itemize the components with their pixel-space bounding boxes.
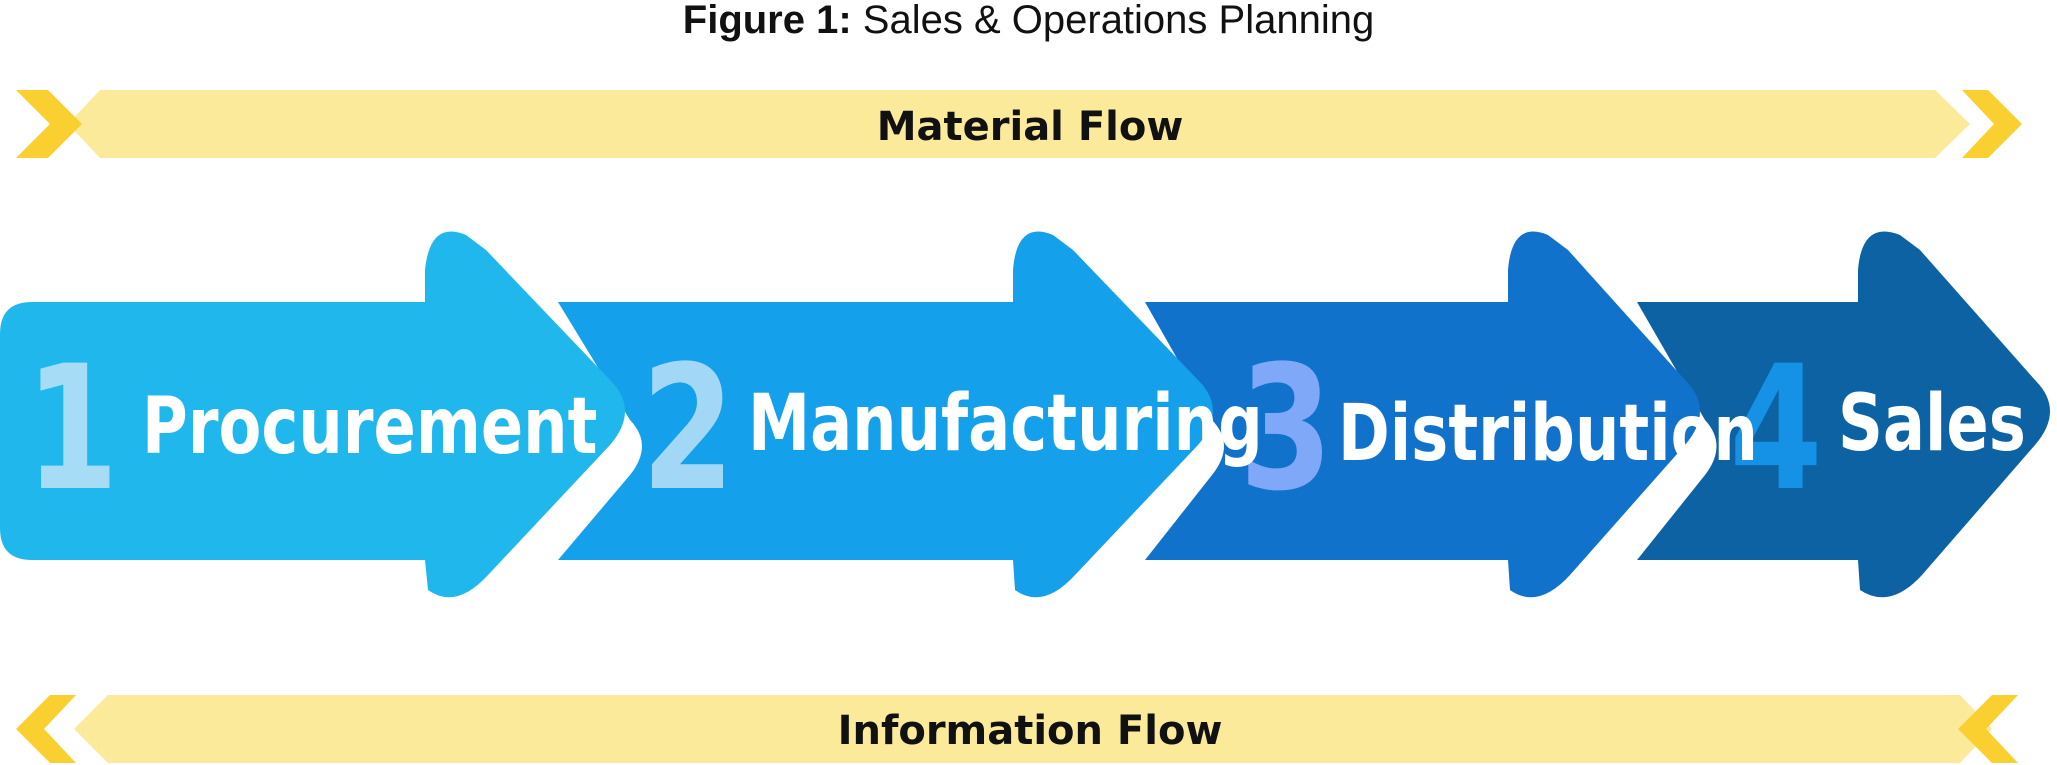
caption-title: Sales & Operations Planning [862, 0, 1375, 42]
step-number: 1 [25, 330, 118, 530]
step-arrow-shape [558, 231, 1213, 598]
chevron-right-icon [16, 90, 82, 158]
step-label: Sales [1838, 377, 2026, 469]
step-arrow-shape [1145, 231, 1700, 598]
information-flow-bar [74, 695, 1992, 763]
material-flow-bar [68, 90, 1970, 158]
step-arrow-shape [1637, 231, 2050, 598]
material-flow-band: Material Flow [16, 90, 2022, 158]
chevron-left-icon [16, 695, 76, 763]
chevron-left-icon [1958, 695, 2018, 763]
step-number: 2 [641, 330, 734, 530]
figure-caption: Figure 1: Sales & Operations Planning [0, 0, 2057, 40]
step-arrow-2: 2 Manufacturing [558, 231, 1263, 598]
caption-label: Figure 1: [682, 0, 852, 42]
step-number: 4 [1729, 330, 1822, 530]
information-flow-band: Information Flow [16, 695, 2018, 763]
step-label: Manufacturing [748, 377, 1263, 469]
information-flow-label: Information Flow [838, 708, 1223, 754]
step-arrow-4: 4 Sales [1637, 231, 2050, 598]
step-arrow-1: 1 Procurement [0, 231, 625, 598]
step-number: 3 [1239, 330, 1332, 530]
step-label: Procurement [142, 380, 597, 472]
chevron-right-icon [1962, 90, 2022, 158]
step-arrow-3: 3 Distribution [1145, 231, 1758, 598]
step-label: Distribution [1338, 387, 1758, 479]
step-arrow-shape [0, 231, 625, 598]
material-flow-label: Material Flow [877, 104, 1184, 150]
